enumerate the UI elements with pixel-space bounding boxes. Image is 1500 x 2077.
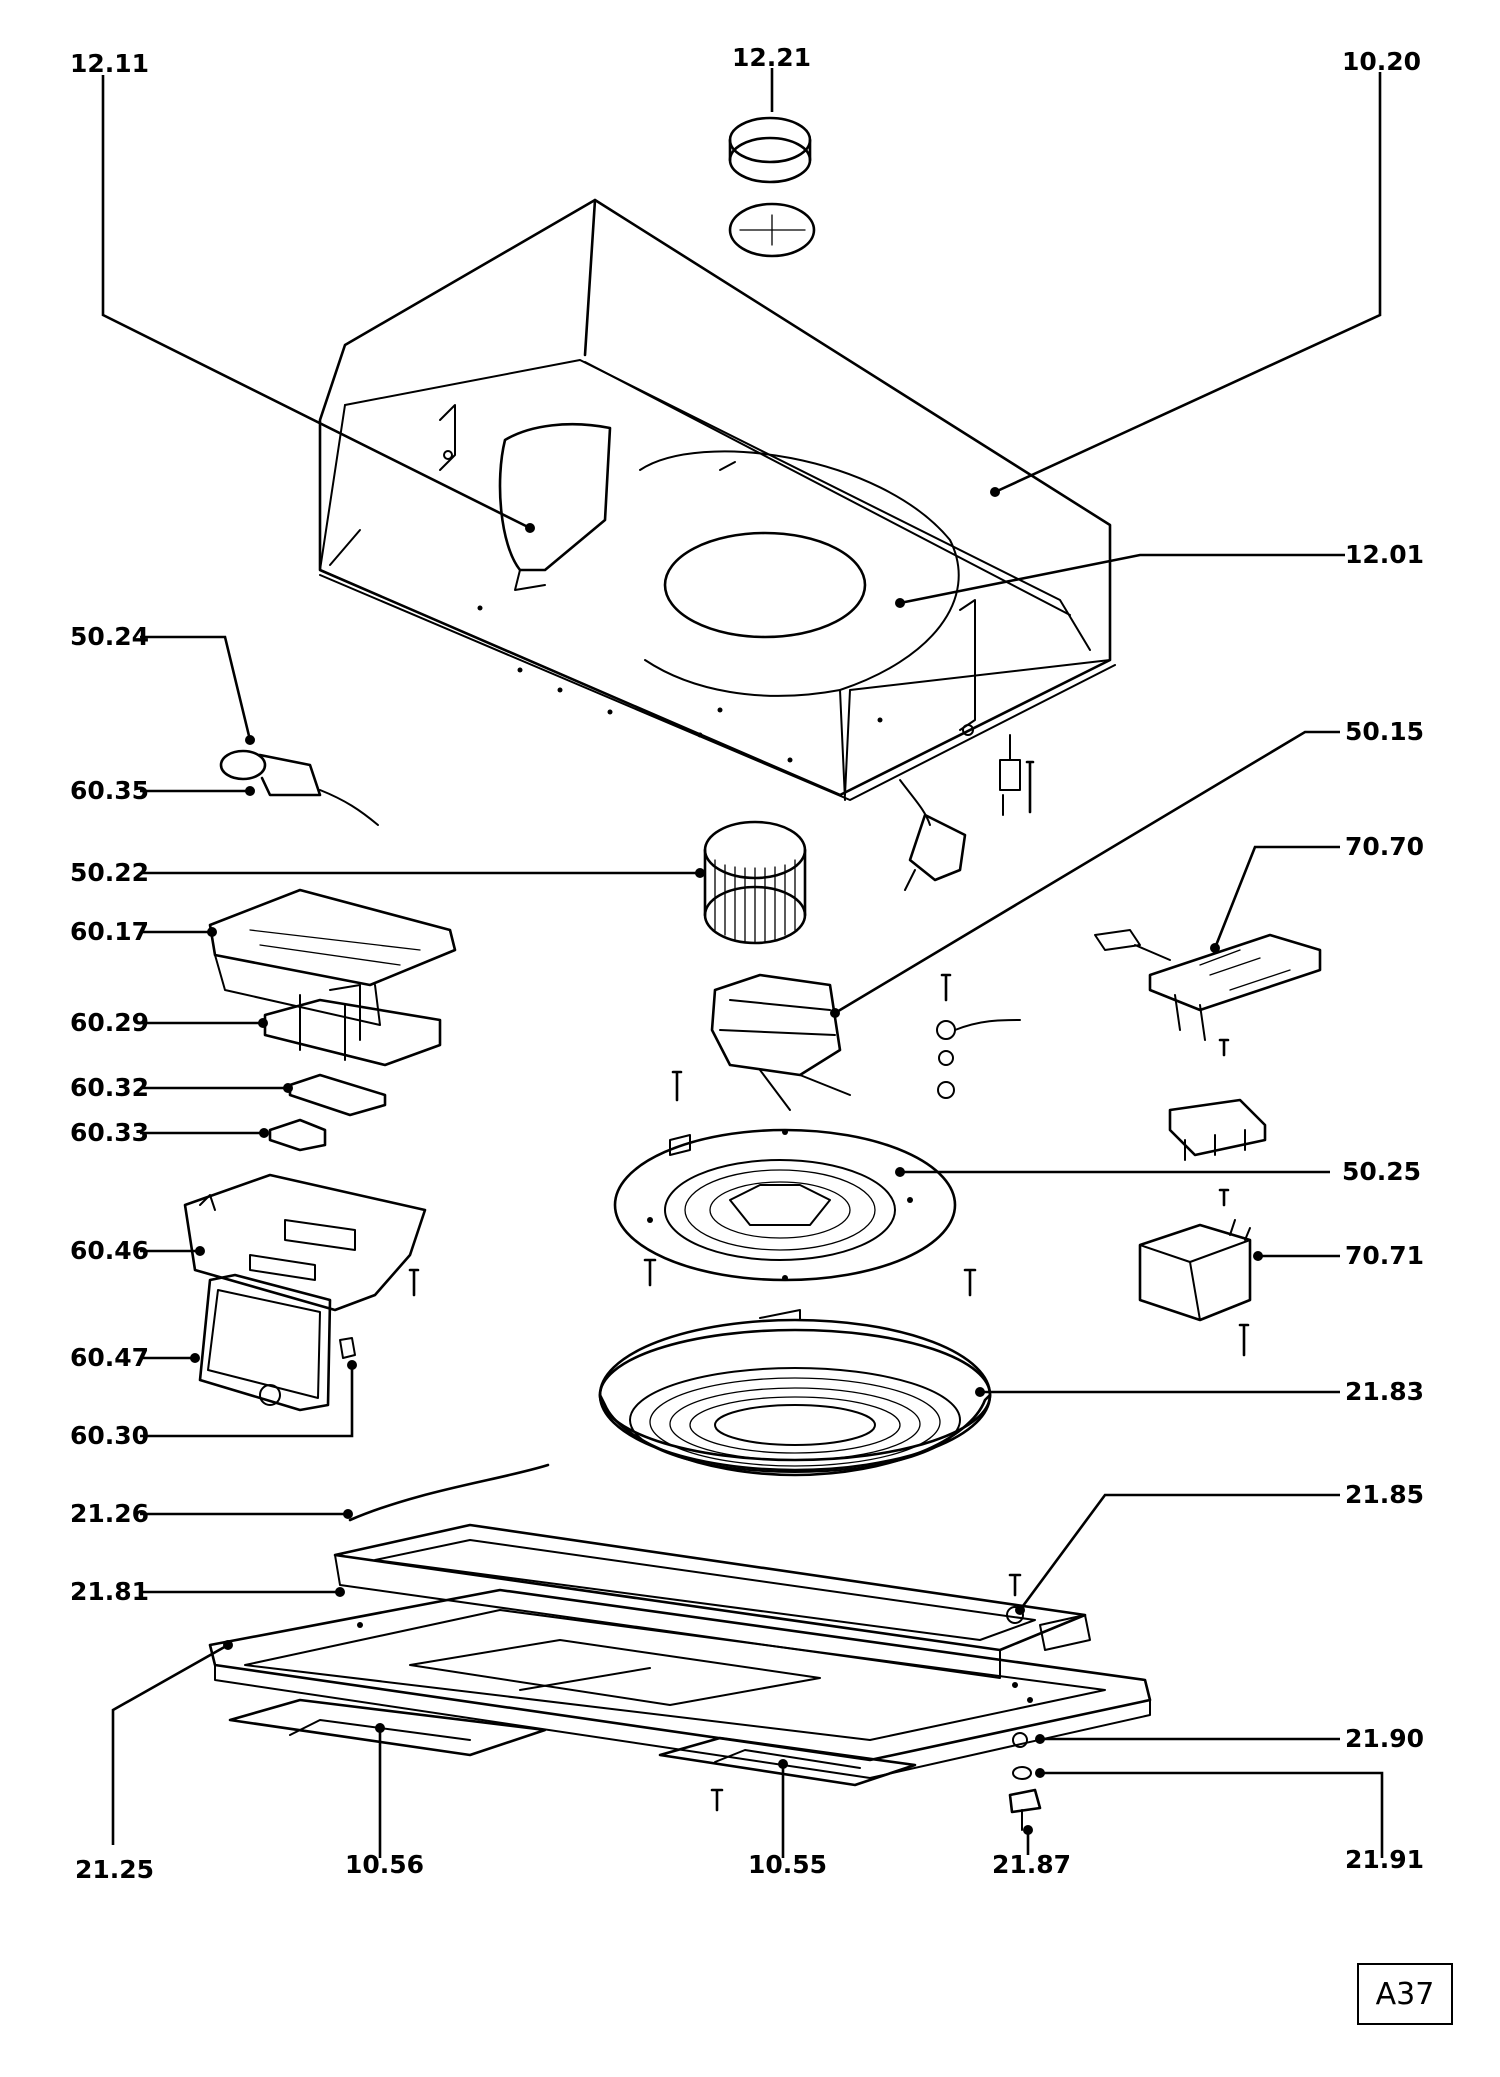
fan-wheel [703,820,807,945]
page-reference-box: A37 [1357,1963,1453,2025]
switch-bracket [263,984,442,1067]
leader-dots [190,487,1263,1835]
blower-scroll [639,450,960,801]
clips [268,1073,387,1152]
terminal-block [1168,1098,1267,1161]
label-21-90: 21.90 [1345,1724,1424,1753]
switch-board [1094,929,1322,1041]
label-10-55: 10.55 [748,1850,827,1879]
label-12-11: 12.11 [70,49,149,78]
leader-lines [101,68,1384,1858]
power-plug [899,779,967,891]
label-70-71: 70.71 [1345,1241,1424,1270]
label-50-25: 50.25 [1342,1157,1421,1186]
capacitor-box [1138,1219,1252,1322]
label-70-70: 70.70 [1345,832,1424,861]
label-50-22: 50.22 [70,858,149,887]
part-labels: 12.11 12.21 10.20 12.01 50.24 60.35 50.1… [70,43,1424,1884]
housing-brackets [439,404,1021,816]
label-21-25: 21.25 [75,1855,154,1884]
screws [408,760,1250,1812]
bottom-panel [208,1588,1152,1779]
label-60-35: 60.35 [70,776,149,805]
filters [228,1698,917,1787]
label-60-17: 60.17 [70,917,149,946]
damper-flap [498,422,612,591]
label-21-85: 21.85 [1345,1480,1424,1509]
lamp-cover-frame [198,1273,332,1412]
label-21-81: 21.81 [70,1577,149,1606]
label-21-26: 21.26 [70,1499,149,1528]
cable [348,1463,550,1522]
label-50-24: 50.24 [70,622,149,651]
label-21-83: 21.83 [1345,1377,1424,1406]
mounting-frame [333,1523,1091,1679]
fasteners [1006,1606,1042,1831]
small-clip [339,1337,356,1359]
label-60-33: 60.33 [70,1118,149,1147]
label-60-47: 60.47 [70,1343,149,1372]
page-reference-text: A37 [1375,1976,1435,2012]
label-10-20: 10.20 [1342,47,1421,76]
hood-housing [318,198,1116,801]
label-10-56: 10.56 [345,1850,424,1879]
grease-ring [598,1309,992,1477]
fan-motor [710,973,851,1111]
label-60-32: 60.32 [70,1073,149,1102]
label-60-46: 60.46 [70,1236,149,1265]
label-12-21: 12.21 [732,43,811,72]
label-60-29: 60.29 [70,1008,149,1037]
label-50-15: 50.15 [1345,717,1424,746]
label-21-87: 21.87 [992,1850,1071,1879]
label-60-30: 60.30 [70,1421,149,1450]
label-12-01: 12.01 [1345,540,1424,569]
label-21-91: 21.91 [1345,1845,1424,1874]
lamp-holder [219,749,379,826]
duct-collar [728,116,816,258]
lamp-plate [183,1173,427,1312]
motor-grille-plate [613,1128,957,1282]
light-box [208,888,457,1026]
